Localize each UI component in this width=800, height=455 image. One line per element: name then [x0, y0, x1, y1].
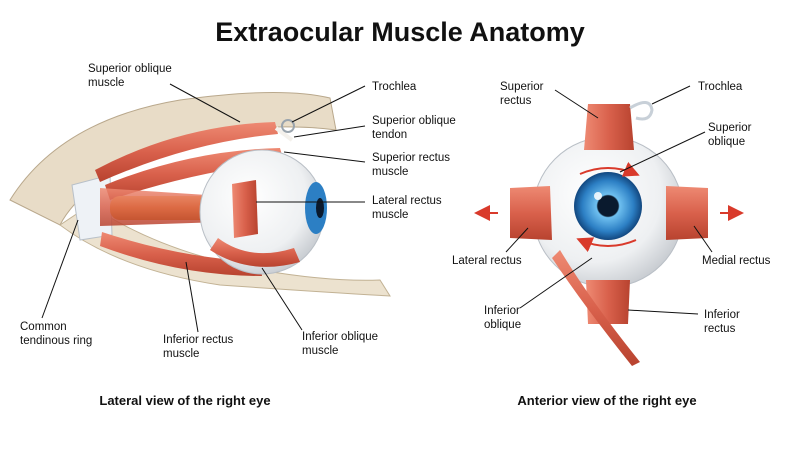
label-inferior-oblique: Inferior oblique: [484, 305, 523, 331]
leader-common-ring: [41, 219, 79, 319]
lateral-view-caption: Lateral view of the right eye: [99, 393, 270, 408]
inferior-oblique-muscle-shape: [210, 238, 300, 267]
label-superior-rectus: Superior rectus: [500, 81, 547, 107]
label-superior-oblique: Superior oblique: [708, 122, 755, 148]
leader-lateral-rectus-ant: [505, 227, 529, 253]
leader-superior-rectus-ant: [554, 89, 599, 119]
superior-oblique-muscle-shape: [95, 122, 278, 182]
label-inferior-oblique-muscle: Inferior oblique muscle: [302, 331, 381, 357]
diagram-title: Extraocular Muscle Anatomy: [215, 17, 585, 47]
label-lateral-rectus: Lateral rectus: [452, 255, 522, 267]
leader-superior-rectus: [283, 151, 366, 163]
label-trochlea-anterior: Trochlea: [698, 81, 743, 93]
superior-rectus-shape: [584, 104, 634, 150]
lateral-view: Superior oblique muscle Trochlea Superio…: [9, 63, 459, 408]
leader-trochlea: [291, 85, 366, 123]
anterior-iris: [574, 172, 642, 240]
rotation-arrow-top: [579, 161, 640, 177]
lateral-rectus-shape: [510, 186, 552, 240]
label-superior-oblique-tendon: Superior oblique tendon: [372, 115, 459, 141]
label-inferior-rectus: Inferior rectus: [704, 309, 743, 335]
leader-superior-oblique-ant: [619, 131, 706, 173]
leader-superior-oblique: [169, 83, 241, 123]
iris-highlight: [594, 192, 602, 200]
leader-medial-rectus-ant: [693, 225, 713, 253]
label-trochlea-lateral: Trochlea: [372, 81, 417, 93]
label-lateral-rectus-muscle: Lateral rectus muscle: [372, 195, 445, 221]
label-medial-rectus: Medial rectus: [702, 255, 771, 267]
inferior-rectus-muscle-shape: [100, 232, 262, 276]
trochlea-shape: [281, 119, 295, 133]
lateral-rectus-insertion-shape: [232, 180, 258, 238]
lateral-pupil: [316, 198, 324, 218]
label-inferior-rectus-muscle: Inferior rectus muscle: [163, 334, 237, 360]
leader-so-tendon: [293, 125, 366, 138]
leader-inferior-oblique-ant: [519, 257, 593, 309]
rotation-arrow-bottom: [576, 237, 637, 253]
inferior-oblique-shape: [552, 250, 640, 366]
anterior-view-caption: Anterior view of the right eye: [517, 393, 696, 408]
leader-inferior-rectus-ant: [627, 309, 699, 315]
label-superior-rectus-muscle: Superior rectus muscle: [372, 152, 453, 178]
superior-oblique-tendon-shape: [274, 126, 294, 142]
lateral-rectus-back-shape: [100, 188, 222, 226]
trochlea-anterior-shape: [629, 101, 654, 121]
leader-inferior-oblique: [261, 267, 303, 331]
anterior-view: Superior rectus Trochlea Superior obliqu…: [452, 81, 771, 408]
medial-rectus-shape: [666, 186, 708, 240]
leader-trochlea-ant: [651, 85, 691, 105]
label-superior-oblique-muscle: Superior oblique muscle: [88, 63, 175, 89]
leader-inferior-rectus: [185, 261, 199, 333]
label-common-tendinous-ring: Common tendinous ring: [20, 321, 92, 347]
